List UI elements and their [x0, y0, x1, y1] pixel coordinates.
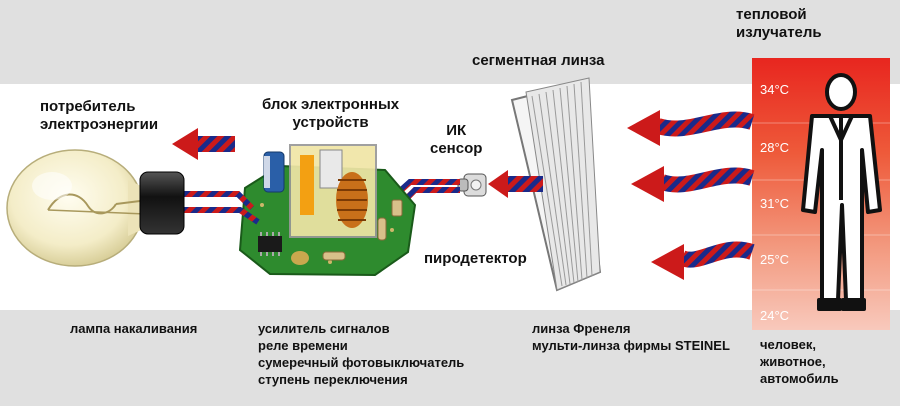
capacitor-icon — [263, 151, 285, 193]
ir-arrow-3 — [651, 241, 755, 280]
lamp-caption: лампа накаливания — [70, 321, 198, 336]
ir-arrow-2 — [631, 166, 755, 202]
lightbulb-icon — [6, 149, 185, 267]
person-icon — [801, 73, 882, 311]
heat-source-label: тепловой излучатель — [736, 6, 822, 41]
temp-25: 25°C — [760, 252, 790, 267]
bottom-band — [0, 310, 900, 406]
consumer-label: потребитель электроэнергии — [40, 98, 159, 133]
relay-icon — [289, 144, 377, 238]
temp-31: 31°C — [760, 196, 790, 211]
resistor-icon — [291, 199, 403, 265]
lens-caption: линза Френеля мульти-линза фирмы STEINEL — [532, 321, 730, 353]
consumer-arrow — [172, 128, 235, 160]
electronics-label: блок электронных устройств — [262, 96, 400, 131]
source-caption: человек, животное, автомобиль — [760, 337, 839, 386]
top-band — [0, 0, 900, 84]
lens-to-sensor-arrow — [488, 170, 543, 198]
ir-arrow-1 — [627, 110, 755, 146]
fresnel-lens — [510, 77, 602, 292]
pyrodetector-label: пиродетектор — [424, 250, 527, 267]
temp-34: 34°C — [760, 82, 790, 97]
electronics-caption: усилитель сигналов реле времени сумеречн… — [258, 321, 465, 387]
chip-icon — [258, 232, 282, 256]
temp-24: 24°C — [760, 308, 790, 323]
temp-28: 28°C — [760, 140, 790, 155]
lamp-wire — [182, 191, 260, 225]
ir-sensor-icon — [457, 173, 487, 197]
ir-sensor-label: ИК сенсор — [430, 122, 483, 157]
segment-lens-label: сегментная линза — [472, 52, 605, 69]
